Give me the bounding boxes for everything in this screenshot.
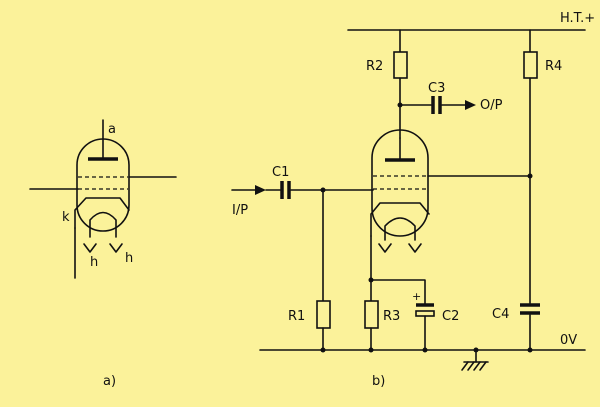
resistor-r3 xyxy=(364,300,379,329)
label-c4: C4 xyxy=(492,307,509,322)
junction-r1-ground xyxy=(320,347,326,353)
amplifier-circuit: H.T.+ 0V R2 C3 O/P R4 C4 xyxy=(231,11,595,389)
c2-top-wire xyxy=(370,279,426,305)
label-cathode: k xyxy=(62,210,70,225)
label-c2: C2 xyxy=(442,309,459,324)
label-output: O/P xyxy=(480,98,503,113)
valve-heater-arrow-left xyxy=(378,243,392,253)
label-c1: C1 xyxy=(272,165,289,180)
valve-heater-arrow-right xyxy=(408,243,422,253)
c2-polarity-mark: + xyxy=(412,290,421,303)
tube-envelope xyxy=(76,138,130,232)
input-arrow xyxy=(255,185,266,195)
valve-envelope xyxy=(371,129,429,237)
label-r4: R4 xyxy=(545,59,562,74)
ground-icon xyxy=(461,349,489,371)
label-r2: R2 xyxy=(366,59,383,74)
heater-arrow-left xyxy=(83,243,97,253)
heater xyxy=(89,211,117,238)
valve-cathode xyxy=(370,202,430,237)
label-r3: R3 xyxy=(383,309,400,324)
valve-heater xyxy=(384,217,416,241)
cathode xyxy=(74,197,130,229)
label-ht-rail: H.T.+ xyxy=(560,11,595,26)
resistor-r4 xyxy=(523,51,538,79)
caption-a: a) xyxy=(103,374,116,389)
junction-c2-ground xyxy=(422,347,428,353)
label-r1: R1 xyxy=(288,309,305,324)
label-heater-1: h xyxy=(90,255,98,270)
label-anode: a xyxy=(108,122,116,137)
tetrode-symbol: a k h h a) xyxy=(29,119,177,389)
junction-ground xyxy=(473,347,479,353)
label-c3: C3 xyxy=(428,81,445,96)
label-zero-volt: 0V xyxy=(560,333,577,348)
resistor-r1 xyxy=(316,300,331,329)
junction-r3-ground xyxy=(368,347,374,353)
junction-c4-ground xyxy=(527,347,533,353)
label-input: I/P xyxy=(232,203,248,218)
output-arrow xyxy=(465,100,476,110)
resistor-r2 xyxy=(393,51,408,79)
heater-arrow-right xyxy=(109,243,123,253)
label-heater-2: h xyxy=(125,251,133,266)
caption-b: b) xyxy=(372,374,385,389)
